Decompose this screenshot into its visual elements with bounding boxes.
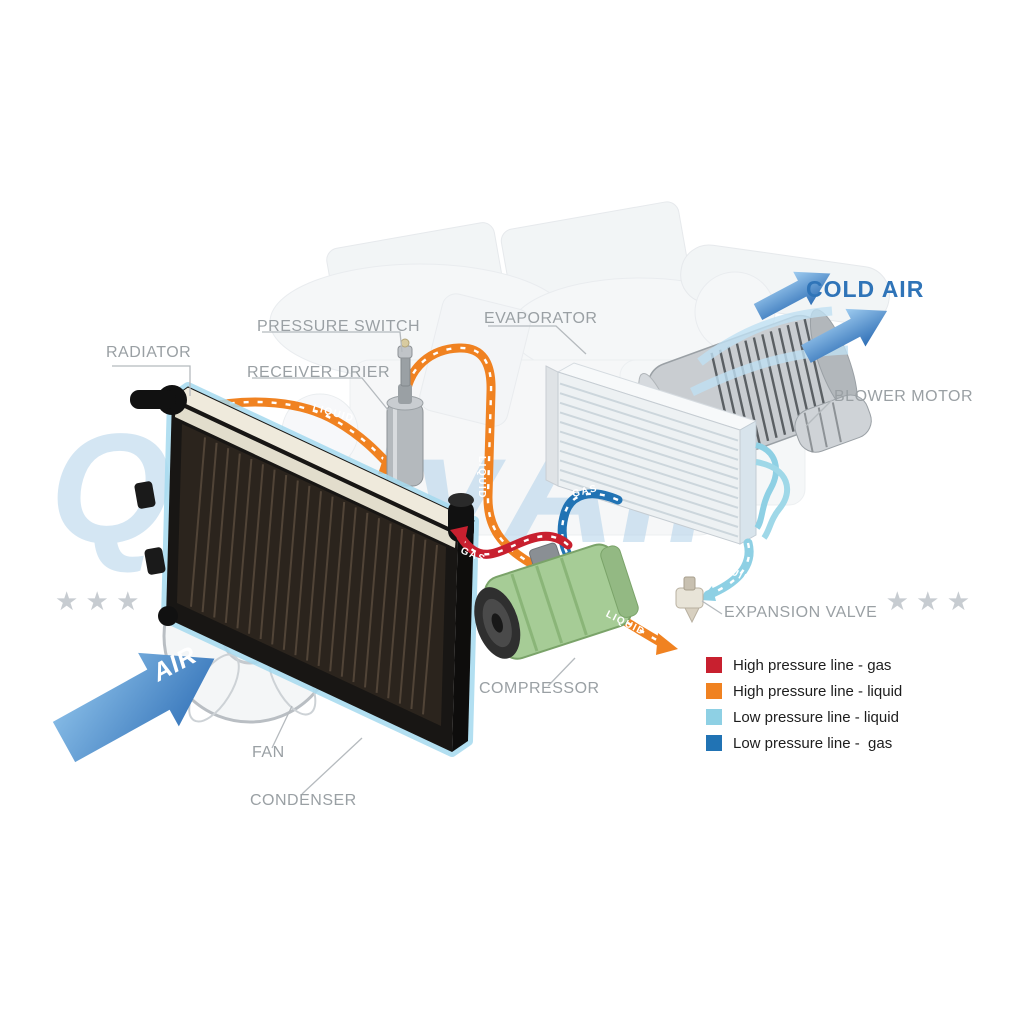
cold-air-arrows	[690, 271, 888, 397]
label-compressor: COMPRESSOR	[479, 680, 600, 697]
watermark-stars-left: ★ ★ ★	[55, 586, 140, 616]
label-pressure-switch: PRESSURE SWITCH	[257, 318, 421, 335]
label-condenser: CONDENSER	[250, 792, 357, 809]
legend-row-high-gas: High pressure line - gas	[706, 652, 902, 678]
receiver-drier	[386, 384, 424, 487]
compressor	[474, 542, 639, 660]
pressure-switch	[397, 338, 413, 387]
condenser-core	[177, 424, 446, 726]
legend-swatch-low-liquid	[706, 709, 722, 725]
label-cold-air: COLD AIR	[806, 276, 925, 302]
legend-swatch-high-gas	[706, 657, 722, 673]
legend-swatch-high-liquid	[706, 683, 722, 699]
label-expansion-valve: EXPANSION VALVE	[724, 604, 878, 621]
label-blower-motor: BLOWER MOTOR	[834, 388, 974, 405]
pipe-low-pressure-liquid	[700, 538, 754, 601]
watermark-stars: ★ ★ ★ ★ ★ ★	[55, 586, 970, 617]
pipe-label-liquid-vertical: LIQUID	[475, 456, 487, 499]
evaporator	[545, 362, 791, 545]
air-arrow	[52, 652, 215, 763]
evaporator-fins	[559, 382, 739, 538]
legend-row-high-liquid: High pressure line - liquid	[706, 678, 902, 704]
condenser-radiator-unit	[130, 382, 479, 757]
leader-lines	[112, 325, 833, 795]
legend-row-low-liquid: Low pressure line - liquid	[706, 704, 902, 730]
cold-air-arrow-1	[753, 271, 831, 320]
label-radiator: RADIATOR	[106, 344, 192, 361]
label-fan: FAN	[252, 744, 285, 761]
label-evaporator: EVAPORATOR	[484, 310, 598, 327]
legend: High pressure line - gas High pressure l…	[706, 652, 902, 756]
legend-row-low-gas: Low pressure line - gas	[706, 730, 902, 756]
pipe-high-pressure-gas	[450, 526, 573, 559]
condenser-fins	[190, 437, 438, 715]
liquid-arrowhead	[700, 586, 716, 601]
expansion-valve	[675, 576, 704, 624]
legend-label-high-gas: High pressure line - gas	[733, 656, 892, 674]
cold-air-arrow-2	[801, 308, 888, 363]
watermark-stars-right: ★ ★ ★	[885, 586, 970, 616]
legend-label-low-gas: Low pressure line - gas	[733, 734, 893, 752]
legend-swatch-low-gas	[706, 735, 722, 751]
legend-label-low-liquid: Low pressure line - liquid	[733, 708, 899, 726]
label-receiver-drier: RECEIVER DRIER	[247, 364, 391, 381]
legend-label-high-liquid: High pressure line - liquid	[733, 682, 903, 700]
